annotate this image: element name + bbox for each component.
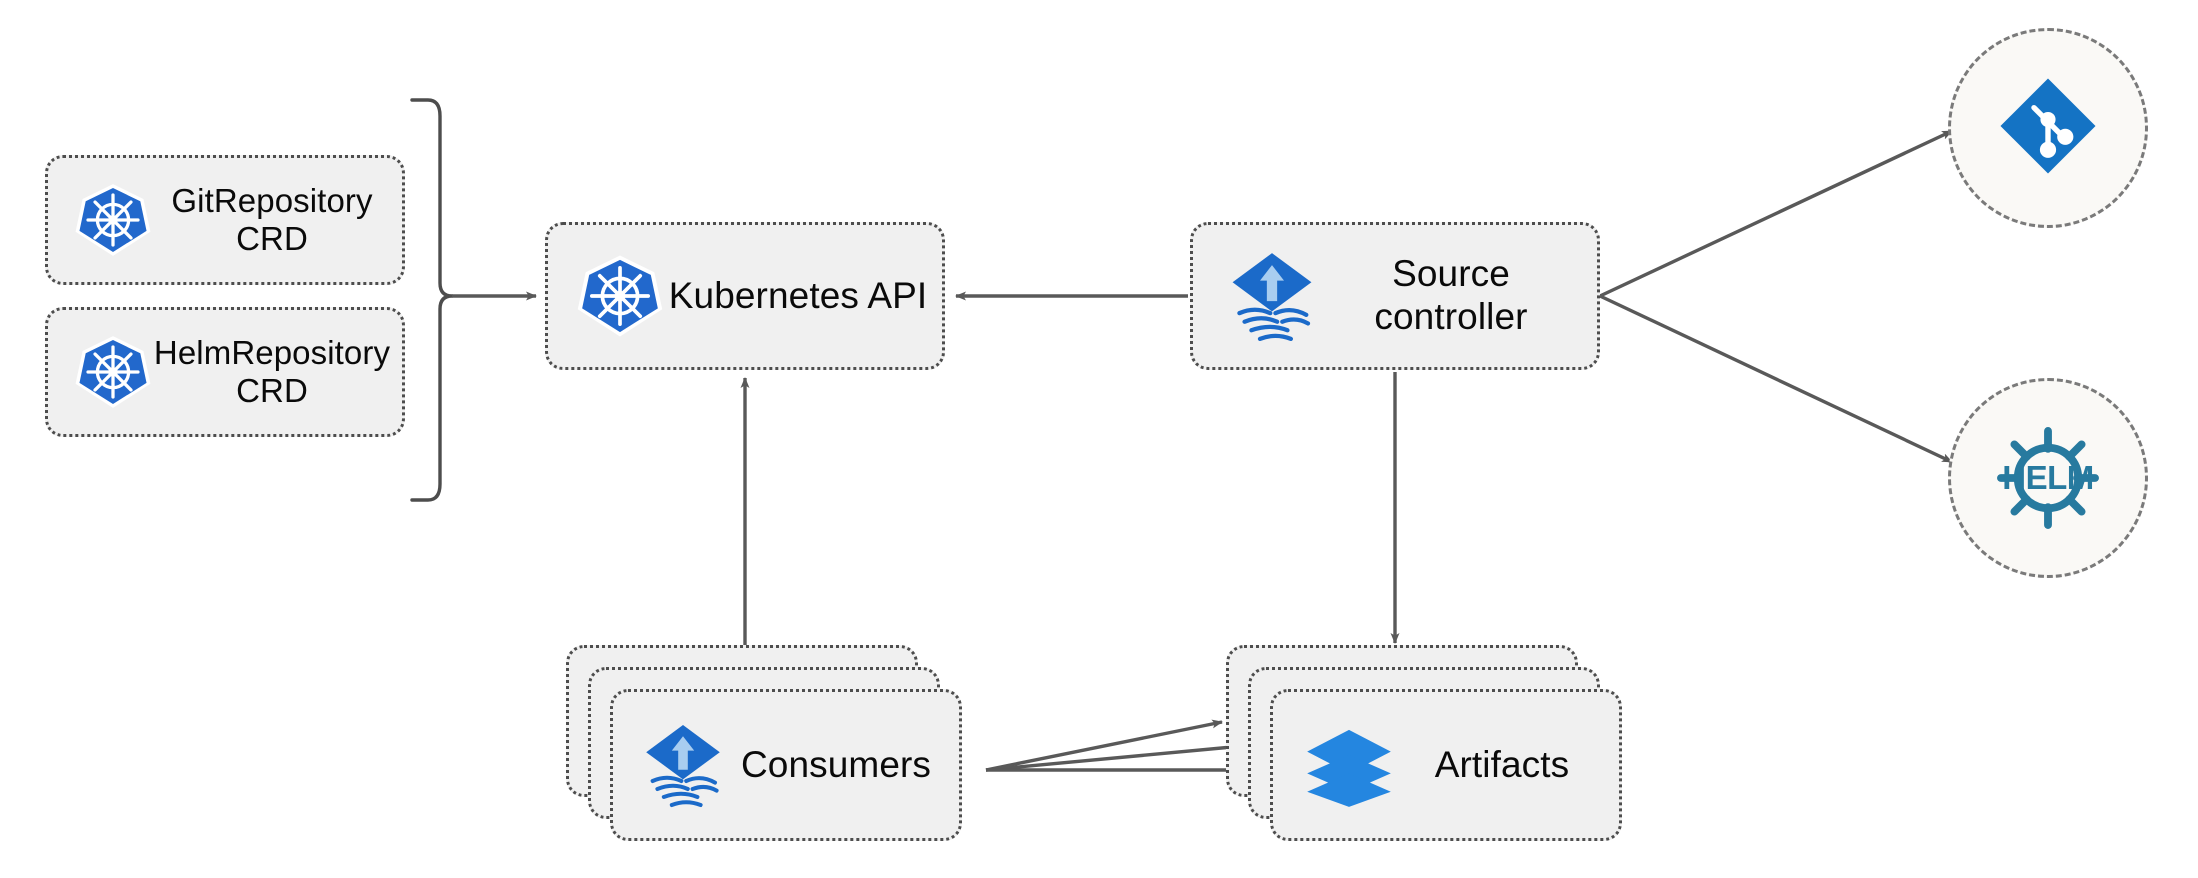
edge-consumers-to-artifacts-2 bbox=[985, 742, 1244, 772]
edge-source-controller-to-git bbox=[1599, 129, 1953, 298]
stack-artifacts[interactable]: Artifacts bbox=[1226, 645, 1646, 845]
stack-card-front-artifacts[interactable]: Artifacts bbox=[1270, 689, 1622, 841]
stack-consumers[interactable]: Consumers bbox=[566, 645, 986, 845]
node-label-artifacts: Artifacts bbox=[1434, 743, 1570, 785]
helm-wordmark: HELM bbox=[2002, 459, 2094, 496]
node-label-source-controller: Source controller bbox=[1374, 253, 1528, 337]
crd-card-helmrepository[interactable]: HelmRepository CRD bbox=[45, 307, 405, 437]
crd-card-gitrepository[interactable]: GitRepository CRD bbox=[45, 155, 405, 285]
layers-icon bbox=[1303, 723, 1395, 807]
crd-label-helmrepository: HelmRepository CRD bbox=[153, 333, 391, 409]
helm-icon: HELM bbox=[1992, 422, 2104, 534]
flux-icon bbox=[643, 720, 723, 810]
flux-icon bbox=[1229, 248, 1315, 344]
node-kubernetes-api[interactable]: Kubernetes API bbox=[545, 222, 945, 370]
crd-label-gitrepository: GitRepository CRD bbox=[171, 181, 373, 257]
external-node-helm[interactable]: HELM bbox=[1948, 378, 2148, 578]
stack-card-front-consumers[interactable]: Consumers bbox=[610, 689, 962, 841]
crd-group-brace bbox=[410, 98, 454, 502]
kubernetes-icon bbox=[74, 181, 152, 259]
external-node-git[interactable] bbox=[1948, 28, 2148, 228]
node-label-kubernetes-api: Kubernetes API bbox=[668, 274, 928, 316]
node-label-consumers: Consumers bbox=[740, 743, 932, 785]
kubernetes-icon bbox=[576, 252, 664, 340]
edge-consumers-to-artifacts-1 bbox=[985, 719, 1223, 772]
kubernetes-icon bbox=[74, 333, 152, 411]
node-source-controller[interactable]: Source controller bbox=[1190, 222, 1600, 370]
git-icon bbox=[1994, 72, 2102, 185]
edge-source-controller-to-helm bbox=[1599, 294, 1953, 464]
